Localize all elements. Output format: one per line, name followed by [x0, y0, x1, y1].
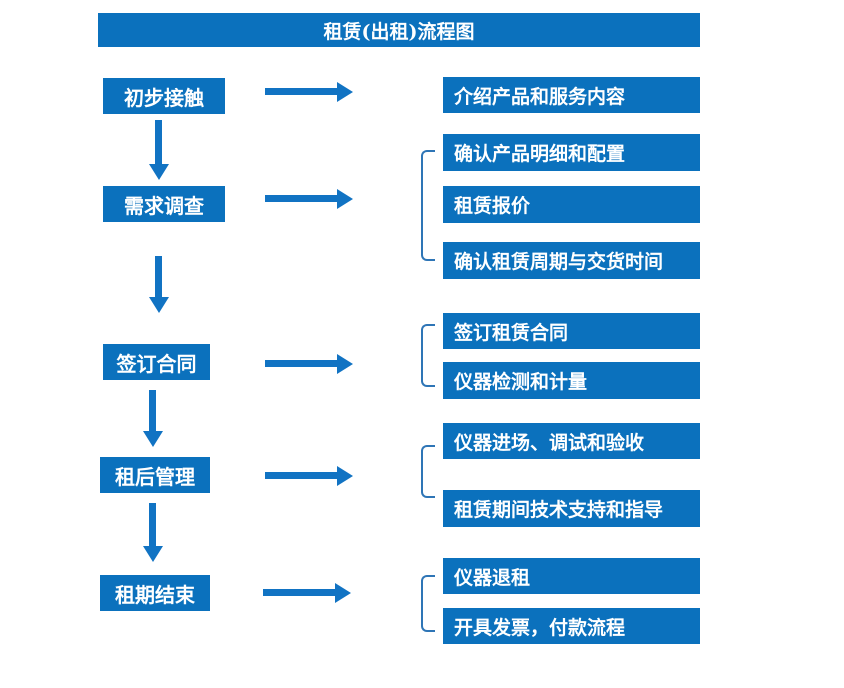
stage-box-sign-contract: 签订合同 [103, 344, 210, 380]
stage-box-post-rental-mgmt: 租后管理 [100, 457, 210, 493]
down-arrow-4-icon [149, 503, 156, 546]
output-box-instrument-inspection: 仪器检测和计量 [443, 362, 700, 399]
output-box-confirm-period-delivery: 确认租赁周期与交货时间 [443, 242, 700, 279]
title-bar: 租赁(出租)流程图 [98, 13, 700, 47]
group-bracket-post-rental-mgmt [421, 445, 435, 498]
group-bracket-rental-end [421, 575, 435, 632]
down-arrow-1-icon [155, 120, 162, 164]
down-arrow-3-icon [149, 390, 156, 431]
right-arrow-1-icon [265, 88, 337, 95]
down-arrow-2-icon [155, 256, 162, 297]
output-box-sign-rental-contract: 签订租赁合同 [443, 313, 700, 349]
right-arrow-3-icon [265, 360, 337, 367]
page-title: 租赁(出租)流程图 [323, 20, 475, 43]
group-bracket-sign-contract [421, 324, 435, 387]
stage-box-rental-end: 租期结束 [100, 575, 210, 611]
right-arrow-4-icon [265, 472, 337, 479]
output-box-invoice-payment: 开具发票，付款流程 [443, 608, 700, 644]
stage-box-demand-survey: 需求调查 [103, 186, 225, 222]
output-box-rental-quote: 租赁报价 [443, 186, 700, 223]
output-box-introduce-products: 介绍产品和服务内容 [443, 77, 700, 113]
group-bracket-demand-survey [421, 150, 435, 261]
output-box-instrument-setup: 仪器进场、调试和验收 [443, 423, 700, 459]
output-box-instrument-return: 仪器退租 [443, 558, 700, 594]
output-box-tech-support: 租赁期间技术支持和指导 [443, 490, 700, 527]
right-arrow-5-icon [263, 589, 335, 596]
right-arrow-2-icon [265, 195, 337, 202]
output-box-confirm-product-config: 确认产品明细和配置 [443, 134, 700, 171]
stage-box-initial-contact: 初步接触 [103, 78, 225, 114]
